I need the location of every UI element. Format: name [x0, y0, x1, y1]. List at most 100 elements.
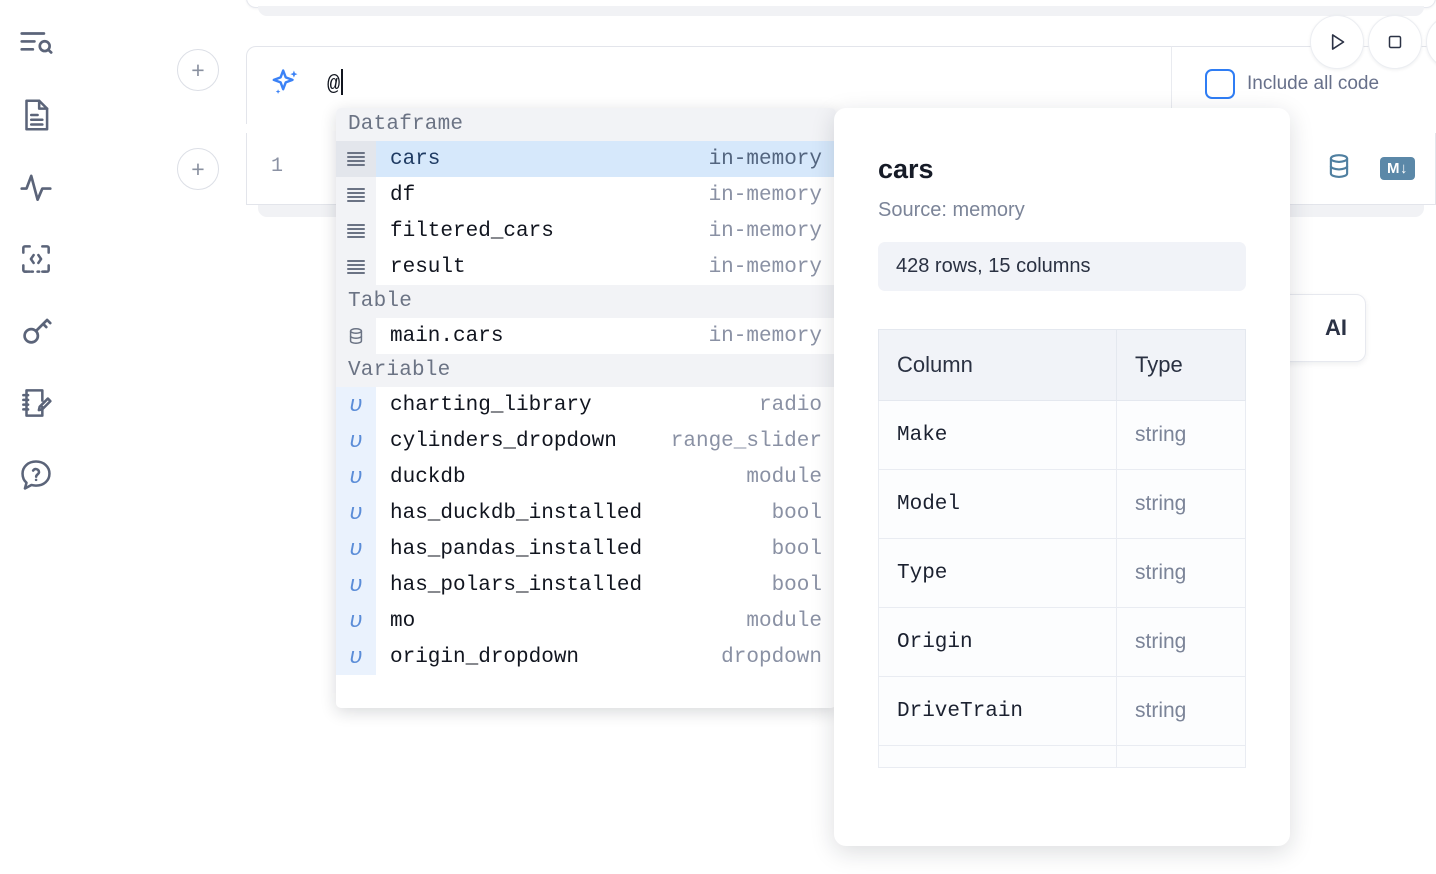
autocomplete-item[interactable]: υhas_duckdb_installedbool	[336, 495, 836, 531]
dataframe-rows-icon	[336, 213, 376, 249]
autocomplete-item-label: main.cars	[376, 325, 709, 348]
autocomplete-item-type: in-memory	[709, 220, 836, 243]
autocomplete-item-type: bool	[772, 574, 836, 597]
autocomplete-item[interactable]: υhas_polars_installedbool	[336, 567, 836, 603]
autocomplete-item-type: in-memory	[709, 184, 836, 207]
table-header-row: Column Type	[879, 330, 1246, 401]
column-name-cell	[879, 746, 1117, 768]
autocomplete-item[interactable]: filtered_carsin-memory	[336, 213, 836, 249]
database-icon[interactable]	[1324, 151, 1354, 186]
autocomplete-dropdown[interactable]: Dataframecarsin-memorydfin-memoryfiltere…	[336, 108, 836, 708]
run-button[interactable]	[1310, 15, 1364, 69]
autocomplete-item[interactable]: υduckdbmodule	[336, 459, 836, 495]
variable-upsilon-icon: υ	[336, 603, 376, 639]
autocomplete-item[interactable]: resultin-memory	[336, 249, 836, 285]
variable-upsilon-icon: υ	[336, 531, 376, 567]
autocomplete-item-label: has_pandas_installed	[376, 538, 772, 561]
column-name-cell: Origin	[879, 608, 1117, 677]
dataframe-rows-icon	[336, 141, 376, 177]
autocomplete-item[interactable]: υcylinders_dropdownrange_slider	[336, 423, 836, 459]
add-cell-above-button[interactable]: +	[177, 49, 219, 91]
autocomplete-item-label: filtered_cars	[376, 220, 709, 243]
variable-upsilon-icon: υ	[336, 495, 376, 531]
autocomplete-item-label: has_duckdb_installed	[376, 502, 772, 525]
file-document-icon[interactable]	[12, 88, 60, 142]
preview-columns-table: Column Type MakestringModelstringTypestr…	[878, 329, 1246, 768]
table-row: Modelstring	[879, 470, 1246, 539]
autocomplete-item[interactable]: υorigin_dropdowndropdown	[336, 639, 836, 675]
autocomplete-item-type: module	[746, 466, 836, 489]
previous-cell-shadow	[258, 6, 1424, 16]
autocomplete-item-label: duckdb	[376, 466, 746, 489]
include-all-code-row[interactable]: Include all code	[1205, 69, 1436, 99]
activity-pulse-icon[interactable]	[12, 160, 60, 214]
autocomplete-item-label: has_polars_installed	[376, 574, 772, 597]
autocomplete-item-type: radio	[759, 394, 836, 417]
line-number: 1	[271, 155, 283, 178]
table-row-partial	[879, 746, 1246, 768]
autocomplete-item-label: result	[376, 256, 709, 279]
preview-title: cars	[878, 154, 1246, 185]
autocomplete-item-type: in-memory	[709, 148, 836, 171]
table-row: Typestring	[879, 539, 1246, 608]
autocomplete-item-type: bool	[772, 538, 836, 561]
preview-stats-badge: 428 rows, 15 columns	[878, 242, 1246, 291]
autocomplete-item-label: df	[376, 184, 709, 207]
autocomplete-item-type: dropdown	[721, 646, 836, 669]
autocomplete-item-label: cylinders_dropdown	[376, 430, 671, 453]
dataframe-preview-panel: cars Source: memory 428 rows, 15 columns…	[834, 108, 1290, 846]
cell-action-icons: M↓	[1324, 151, 1415, 186]
autocomplete-item-label: cars	[376, 148, 709, 171]
autocomplete-item-label: mo	[376, 610, 746, 633]
preview-source: Source: memory	[878, 199, 1246, 222]
ai-prompt-input[interactable]: @	[327, 69, 343, 97]
code-brackets-icon[interactable]	[12, 232, 60, 286]
column-name-cell: DriveTrain	[879, 677, 1117, 746]
variable-upsilon-icon: υ	[336, 567, 376, 603]
include-all-code-label: Include all code	[1247, 73, 1379, 95]
autocomplete-item-type: in-memory	[709, 256, 836, 279]
sparkle-icon	[269, 66, 303, 100]
autocomplete-item[interactable]: υhas_pandas_installedbool	[336, 531, 836, 567]
column-header-type: Type	[1117, 330, 1246, 401]
autocomplete-section-header: Table	[336, 285, 836, 318]
key-icon[interactable]	[12, 304, 60, 358]
autocomplete-item[interactable]: main.carsin-memory	[336, 318, 836, 354]
variable-upsilon-icon: υ	[336, 423, 376, 459]
column-type-cell: string	[1117, 401, 1246, 470]
column-type-cell: string	[1117, 539, 1246, 608]
autocomplete-item[interactable]: υcharting_libraryradio	[336, 387, 836, 423]
help-chat-icon[interactable]	[12, 448, 60, 502]
table-row: Originstring	[879, 608, 1246, 677]
markdown-icon[interactable]: M↓	[1380, 157, 1415, 180]
autocomplete-item-type: bool	[772, 502, 836, 525]
autocomplete-item[interactable]: dfin-memory	[336, 177, 836, 213]
column-type-cell	[1117, 746, 1246, 768]
scratchpad-edit-icon[interactable]	[12, 376, 60, 430]
column-type-cell: string	[1117, 470, 1246, 539]
autocomplete-section-header: Dataframe	[336, 108, 836, 141]
add-cell-below-button[interactable]: +	[177, 148, 219, 190]
include-all-code-checkbox[interactable]	[1205, 69, 1235, 99]
column-type-cell: string	[1117, 608, 1246, 677]
table-row: Makestring	[879, 401, 1246, 470]
column-header-column: Column	[879, 330, 1117, 401]
variable-upsilon-icon: υ	[336, 639, 376, 675]
text-caret	[341, 69, 343, 95]
autocomplete-item[interactable]: carsin-memory	[336, 141, 836, 177]
database-icon	[336, 318, 376, 354]
column-name-cell: Type	[879, 539, 1117, 608]
dataframe-rows-icon	[336, 249, 376, 285]
outline-search-icon[interactable]	[12, 16, 60, 70]
column-type-cell: string	[1117, 677, 1246, 746]
variable-upsilon-icon: υ	[336, 387, 376, 423]
autocomplete-item-type: in-memory	[709, 325, 836, 348]
stop-button[interactable]	[1368, 15, 1422, 69]
autocomplete-item-label: origin_dropdown	[376, 646, 721, 669]
autocomplete-section-header: Variable	[336, 354, 836, 387]
autocomplete-item[interactable]: υmomodule	[336, 603, 836, 639]
ai-prompt-value: @	[327, 72, 340, 97]
column-name-cell: Model	[879, 470, 1117, 539]
dataframe-rows-icon	[336, 177, 376, 213]
autocomplete-item-type: module	[746, 610, 836, 633]
